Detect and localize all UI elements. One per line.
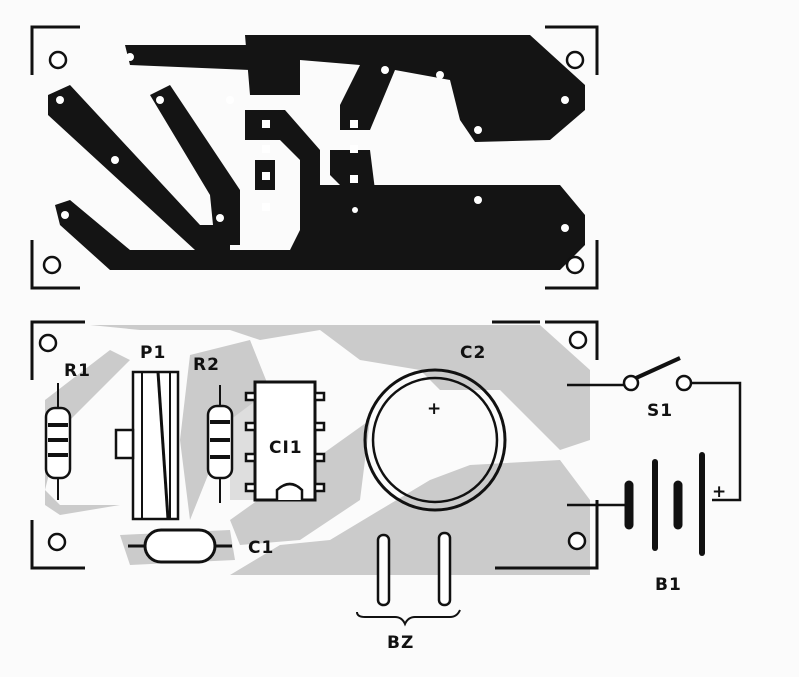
label-r2: R2 [193, 355, 220, 375]
board-corner-marks [30, 320, 599, 570]
copper-side-board [30, 25, 599, 290]
label-s1: S1 [647, 401, 673, 421]
resistor-r2: R2 [193, 355, 234, 503]
c2-plus-sign: + [427, 399, 442, 419]
label-b1: B1 [655, 575, 682, 595]
battery-b1: + B1 [567, 452, 727, 595]
b1-plus-sign: + [712, 482, 727, 502]
label-r1: R1 [64, 361, 91, 381]
mounting-holes [42, 50, 585, 275]
capacitor-c1: C1 [128, 528, 274, 564]
mounting-holes [38, 330, 588, 552]
label-bz: BZ [387, 633, 414, 653]
resistor-r1: R1 [44, 361, 91, 500]
potentiometer-p1: P1 [114, 343, 180, 521]
capacitor-c2: C2 + [363, 343, 507, 512]
label-ci1: CI1 [269, 438, 303, 458]
ic-ci1: CI1 [244, 380, 326, 502]
component-side-board: R1 P1 R2 CI1 [30, 320, 742, 653]
switch-s1: S1 [567, 356, 742, 502]
label-c1: C1 [248, 538, 274, 558]
label-c2: C2 [460, 343, 486, 363]
board-corner-marks [30, 25, 599, 290]
label-p1: P1 [140, 343, 166, 363]
copper-traces [48, 35, 585, 270]
buzzer-bz: BZ [356, 531, 461, 653]
pads [56, 53, 569, 232]
